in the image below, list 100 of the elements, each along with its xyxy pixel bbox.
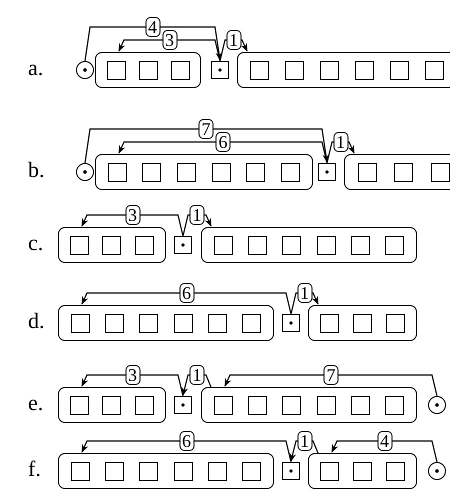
dotted-square: [282, 462, 300, 480]
edge-label: 3: [125, 205, 140, 225]
empty-square: [135, 236, 154, 254]
empty-square: [355, 60, 374, 80]
empty-square: [250, 60, 269, 80]
edge-label: 1: [226, 30, 241, 50]
rounded-frame: [308, 453, 417, 489]
empty-square: [350, 236, 370, 254]
row-letter: d.: [28, 310, 44, 332]
rounded-frame: [201, 227, 417, 263]
arrow: [81, 374, 184, 396]
arrow: [290, 292, 319, 314]
rounded-frame: [95, 154, 313, 190]
empty-square: [386, 314, 405, 332]
rounded-frame: [58, 387, 166, 423]
empty-square: [142, 162, 162, 182]
empty-square: [138, 60, 158, 80]
empty-square: [248, 236, 267, 254]
edge-label: 6: [179, 283, 194, 303]
empty-square: [431, 162, 450, 182]
empty-square: [248, 396, 267, 414]
edge-label: 6: [216, 132, 230, 152]
empty-square: [70, 314, 90, 332]
empty-square: [177, 162, 196, 182]
arrow: [81, 440, 292, 462]
edge-label: 1: [297, 431, 312, 451]
empty-square: [242, 462, 262, 480]
empty-square: [316, 236, 336, 254]
empty-square: [385, 236, 404, 254]
arrow: [118, 39, 221, 62]
circled-dot: [428, 396, 446, 414]
empty-square: [350, 396, 370, 414]
empty-square: [214, 236, 233, 254]
empty-square: [174, 462, 193, 480]
edge-label: 1: [190, 205, 204, 225]
empty-square: [208, 462, 227, 480]
edge-label: 3: [162, 30, 177, 50]
arrow: [224, 374, 438, 396]
arrow: [118, 141, 328, 164]
empty-square: [104, 314, 124, 332]
circled-dot: [76, 163, 94, 181]
arrow: [81, 214, 184, 236]
empty-square: [70, 396, 89, 414]
edge-label: 4: [377, 431, 392, 451]
empty-square: [208, 314, 227, 332]
empty-square: [316, 396, 336, 414]
empty-square: [174, 314, 193, 332]
empty-square: [70, 236, 89, 254]
rounded-frame: [58, 453, 274, 489]
row-letter: c.: [28, 232, 44, 254]
edge-label: 6: [179, 431, 194, 451]
empty-square: [102, 396, 122, 414]
edge-label: 7: [198, 119, 214, 139]
empty-square: [139, 462, 158, 480]
rounded-frame: [308, 305, 417, 341]
arrow: [219, 39, 248, 62]
empty-square: [70, 462, 90, 480]
empty-square: [394, 162, 414, 182]
empty-square: [281, 162, 300, 182]
empty-square: [358, 162, 377, 182]
empty-square: [106, 60, 126, 80]
empty-square: [139, 314, 158, 332]
arrow: [84, 128, 330, 164]
arrow: [331, 440, 438, 462]
row-letter: f.: [28, 458, 41, 480]
arrow: [182, 214, 212, 236]
rounded-frame: [95, 52, 201, 88]
empty-square: [108, 162, 127, 182]
empty-square: [386, 462, 405, 480]
empty-square: [353, 462, 372, 480]
empty-square: [320, 462, 339, 480]
row-letter: e.: [28, 392, 44, 414]
empty-square: [212, 162, 231, 182]
empty-square: [242, 314, 262, 332]
arrow: [326, 141, 355, 164]
edge-label: 1: [333, 132, 348, 152]
empty-square: [285, 60, 304, 80]
empty-square: [282, 236, 302, 254]
empty-square: [214, 396, 233, 414]
dotted-square: [318, 163, 336, 181]
empty-square: [170, 60, 190, 80]
arrow: [81, 292, 292, 314]
arrow: [182, 374, 212, 396]
empty-square: [320, 60, 339, 80]
empty-square: [390, 60, 409, 80]
edge-label: 1: [297, 283, 312, 303]
empty-square: [135, 396, 154, 414]
empty-square: [282, 396, 302, 414]
empty-square: [104, 462, 124, 480]
rounded-frame: [58, 305, 274, 341]
circled-dot: [428, 462, 446, 480]
empty-square: [425, 60, 444, 80]
edge-label: 1: [190, 365, 204, 385]
edge-label: 3: [125, 365, 140, 385]
row-letter: b.: [28, 159, 44, 181]
edge-label: 4: [145, 17, 160, 37]
empty-square: [102, 236, 122, 254]
rounded-frame: [58, 227, 166, 263]
dotted-square: [174, 396, 192, 414]
empty-square: [385, 396, 404, 414]
